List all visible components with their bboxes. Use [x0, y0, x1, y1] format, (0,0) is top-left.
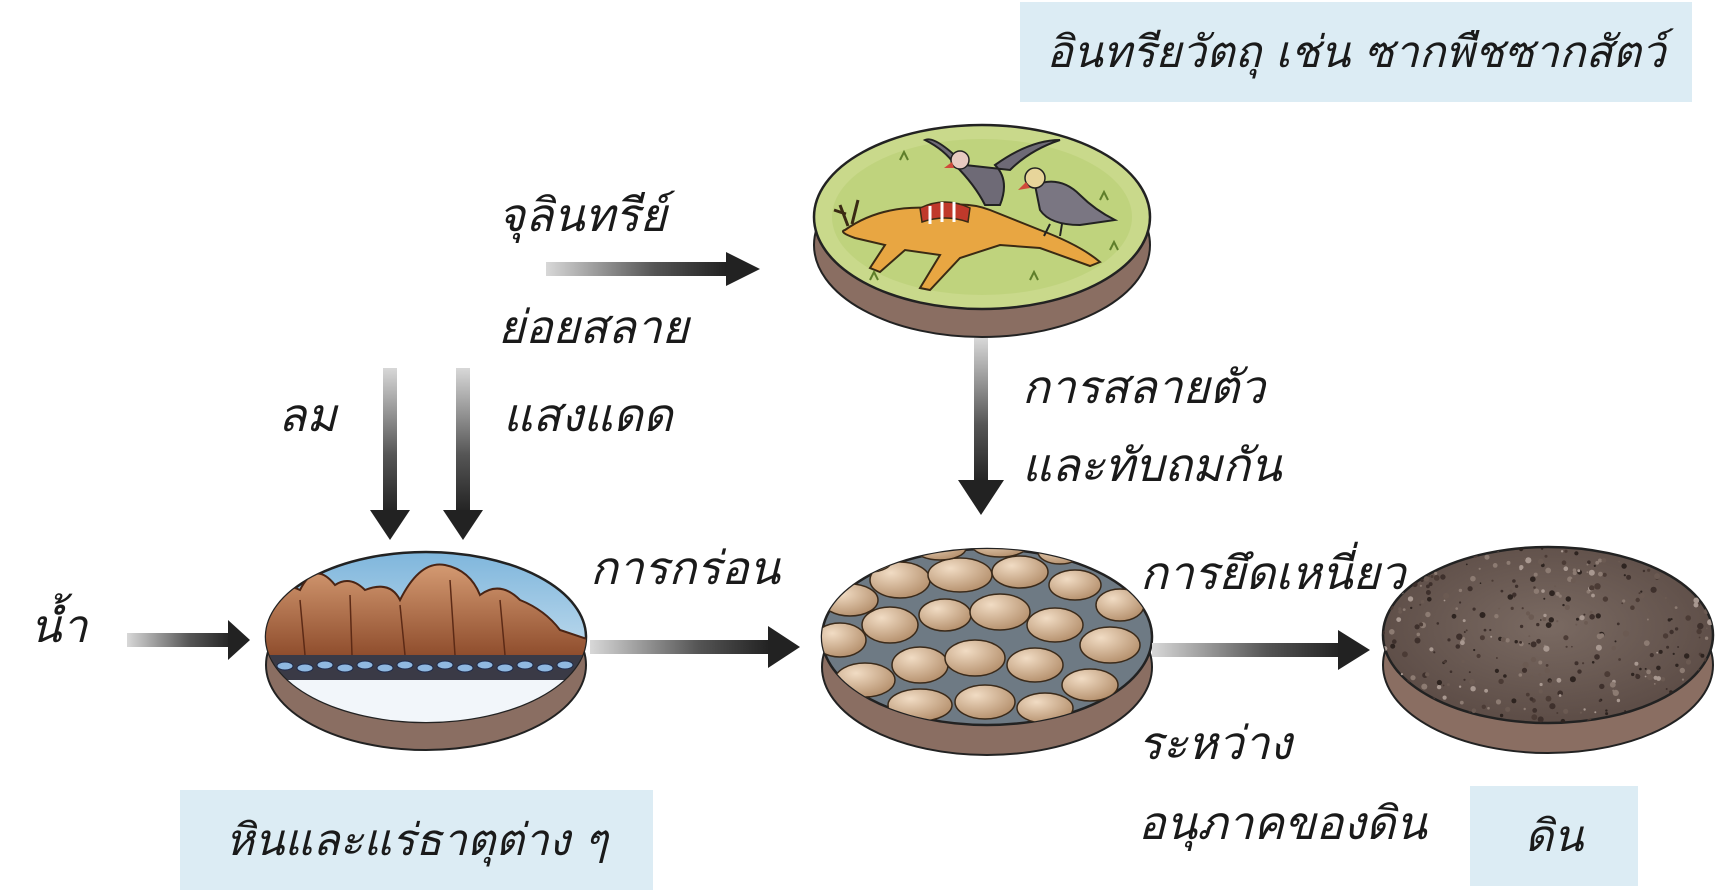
arrow-erosion [590, 626, 800, 668]
water-label: น้ำ [30, 599, 88, 653]
binding-label: การยึดเหนี่ยว [1140, 546, 1406, 600]
sunlight-label: แสงแดด [503, 388, 673, 442]
wind-label: ลม [278, 388, 337, 442]
decay-label-line1: การสลายตัว [1022, 360, 1266, 414]
decompose-label: ย่อยสลาย [498, 300, 689, 354]
rock-disc [264, 550, 588, 751]
pebbles-disc [820, 547, 1154, 756]
microorganism-label: จุลินทรีย์ [498, 188, 667, 242]
soil-label: ดิน [1524, 811, 1584, 862]
vulture-illustration [922, 138, 1119, 237]
organic-matter-label: อินทรียวัตถุ เช่น ซากพืชซากสัตว์ [1046, 27, 1666, 78]
arrow-water [127, 620, 250, 660]
soil-label-box: ดิน [1470, 786, 1638, 886]
dead-deer-illustration [833, 199, 1102, 292]
rocks-minerals-label: หินและแร่ธาตุต่าง ๆ [225, 815, 608, 866]
arrow-wind [370, 368, 410, 540]
arrow-microorganism [546, 252, 760, 286]
between-label-line2: อนุภาคของดิน [1138, 796, 1427, 850]
rocks-minerals-label-box: หินและแร่ธาตุต่าง ๆ [180, 790, 653, 890]
arrow-binding [1152, 630, 1370, 670]
arrow-sunlight [443, 368, 483, 540]
soil-disc [1381, 545, 1715, 754]
organic-matter-disc [812, 123, 1152, 338]
decay-label-line2: และทับถมกัน [1022, 438, 1282, 492]
erosion-label: การกร่อน [590, 541, 781, 595]
between-label-line1: ระหว่าง [1138, 716, 1292, 770]
organic-matter-label-box: อินทรียวัตถุ เช่น ซากพืชซากสัตว์ [1020, 2, 1692, 102]
arrow-decay [958, 338, 1004, 515]
